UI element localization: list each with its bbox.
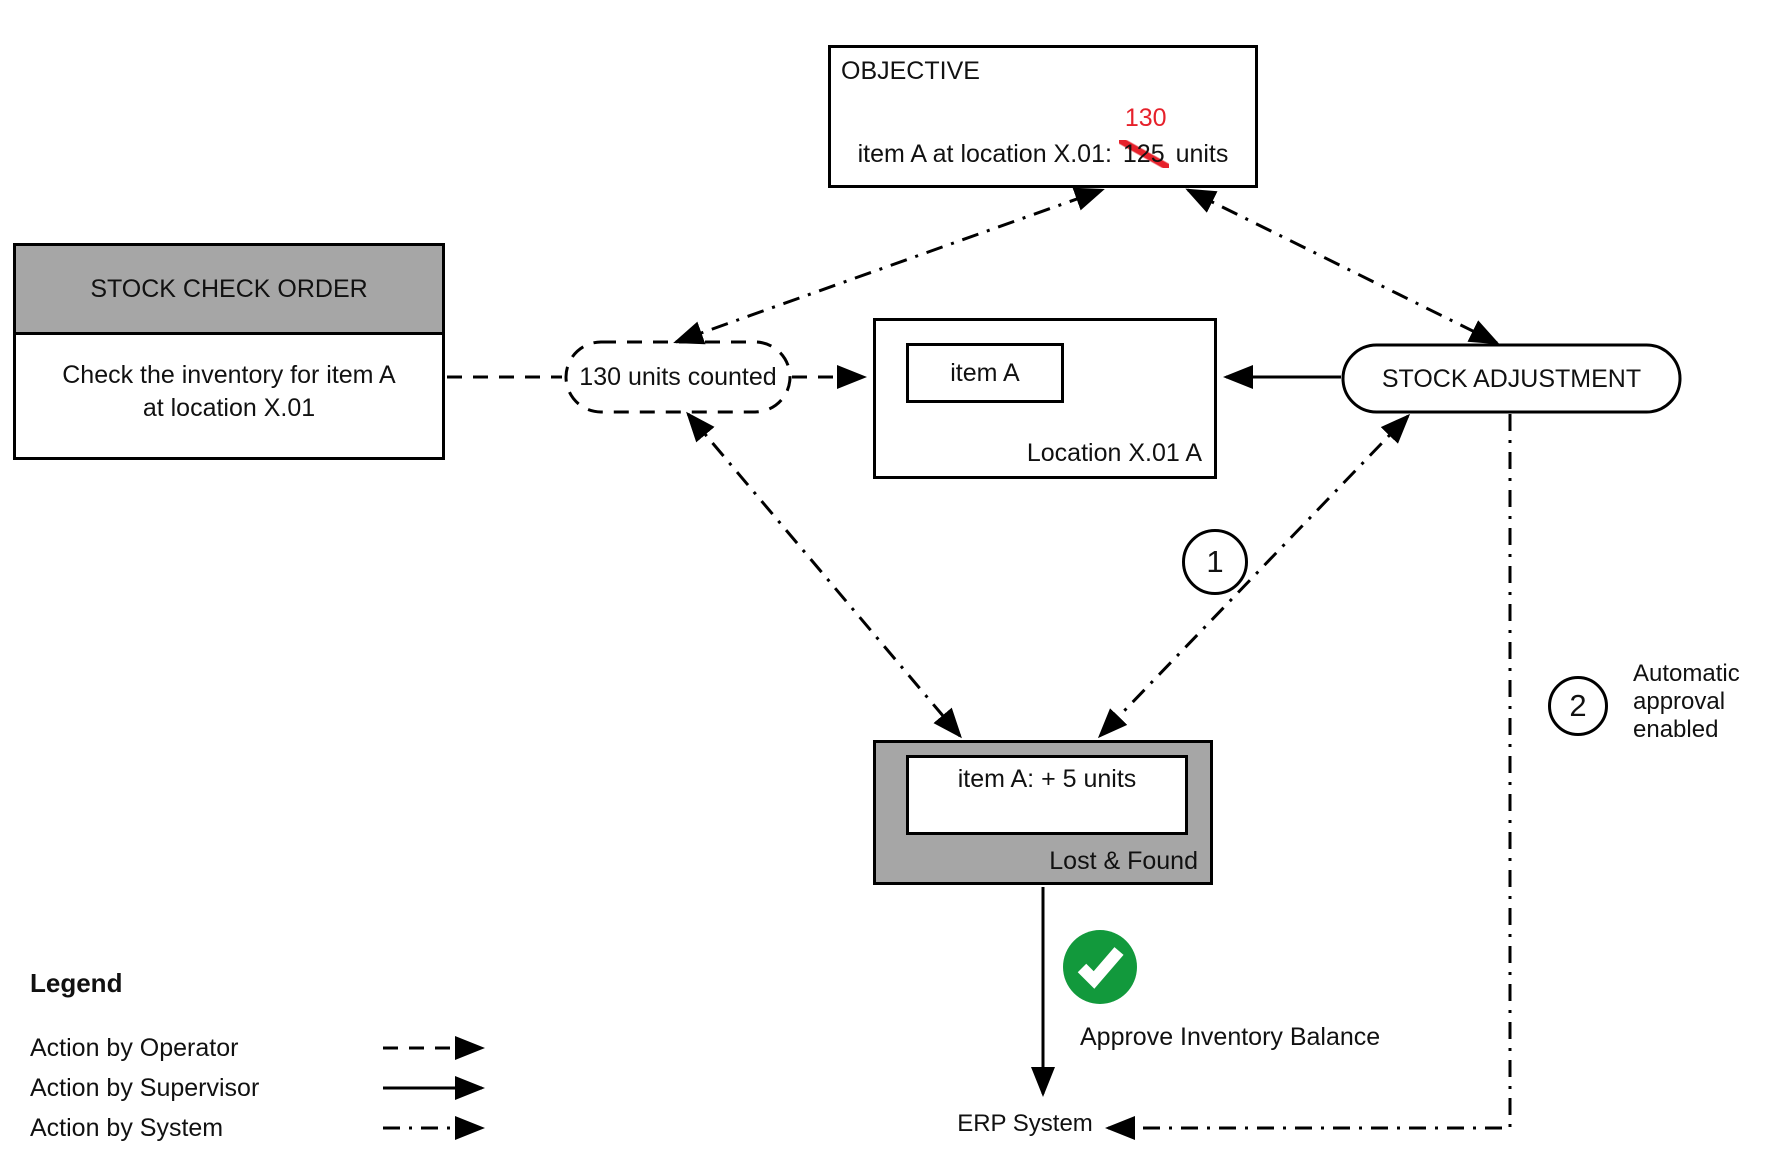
approve-inventory-balance-label: Approve Inventory Balance [1080, 1023, 1381, 1051]
objective-new-quantity: 130 [1124, 104, 1167, 132]
stock-check-order-body: Check the inventory for item A at locati… [62, 361, 396, 422]
automatic-approval-note: Automatic approval enabled [1633, 660, 1740, 743]
stock-adjustment-label: STOCK ADJUSTMENT [1381, 364, 1642, 393]
item-a-box: item A [906, 343, 1064, 403]
stock-check-order-header: STOCK CHECK ORDER [16, 246, 442, 335]
lost-and-found-box: item A: + 5 units Lost & Found [873, 740, 1213, 885]
connector-adjustment-lostfound [1097, 413, 1411, 739]
step-1-number: 1 [1206, 544, 1224, 579]
item-a-label: item A [950, 359, 1020, 387]
legend-item-operator: Action by Operator [30, 1034, 239, 1062]
erp-system-label: ERP System [957, 1110, 1093, 1137]
objective-title: OBJECTIVE [841, 57, 980, 85]
legend-item-supervisor: Action by Supervisor [30, 1074, 260, 1102]
stock-check-order-title: STOCK CHECK ORDER [90, 275, 368, 303]
objective-old-quantity-strikethrough: 125 [1118, 140, 1169, 168]
count-note-label: 130 units counted [579, 363, 777, 391]
lost-and-found-adjustment-label: item A: + 5 units [957, 765, 1137, 793]
stock-check-order-box: STOCK CHECK ORDER Check the inventory fo… [13, 243, 445, 460]
location-label: Location X.01 A [1026, 439, 1202, 467]
legend-item-system: Action by System [30, 1114, 224, 1142]
lost-and-found-label: Lost & Found [1049, 847, 1198, 875]
check-circle-icon [1063, 930, 1137, 1004]
stock-adjustment-pill [1341, 343, 1682, 414]
connector-adjustment-to-erp [1105, 414, 1512, 1140]
step-2-badge: 2 [1548, 676, 1608, 736]
location-box: item A Location X.01 A [873, 318, 1217, 479]
count-note-pill [564, 340, 792, 414]
legend-title: Legend [30, 968, 123, 998]
connector-objective-adjustment [1185, 188, 1500, 345]
step-2-number: 2 [1569, 688, 1587, 723]
connector-count-lostfound [686, 411, 962, 739]
objective-value-prefix: item A at location X.01: [857, 140, 1112, 168]
check-icon [1063, 930, 1137, 1004]
objective-value-suffix: units [1175, 140, 1229, 168]
lost-and-found-adjustment-box: item A: + 5 units [906, 755, 1188, 835]
step-1-badge: 1 [1182, 529, 1248, 595]
